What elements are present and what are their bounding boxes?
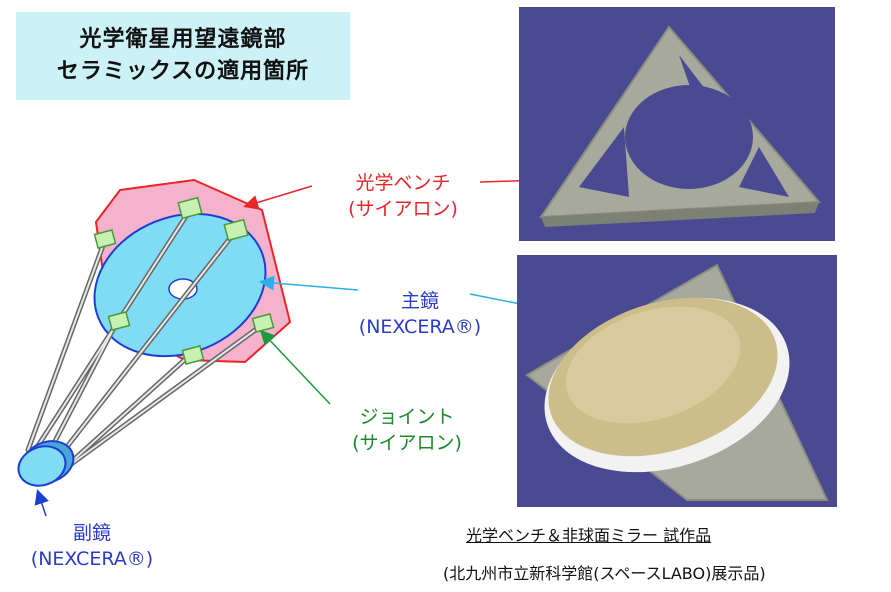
title-line-2: セラミックスの適用箇所 <box>56 59 310 84</box>
title-box: 光学衛星用望遠鏡部 セラミックスの適用箇所 <box>16 12 350 100</box>
joints <box>93 196 275 366</box>
optical-bench-label: 光学ベンチ (サイアロン) <box>318 170 488 222</box>
optical-bench-name: 光学ベンチ <box>355 172 451 194</box>
secondary-mirror-material: (NEXCERA®) <box>30 548 154 570</box>
joint-name: ジョイント <box>359 406 455 428</box>
exhibit-caption: (北九州市立新科学館(スペースLABO)展示品) <box>443 564 766 583</box>
joint-block <box>107 310 131 332</box>
primary-mirror-material: (NEXCERA®) <box>358 316 482 338</box>
mirror-prototype-photo-illustration <box>525 263 829 501</box>
optical-bench-material: (サイアロン) <box>348 198 458 220</box>
joint-material: (サイアロン) <box>352 432 462 454</box>
prototype-caption: 光学ベンチ＆非球面ミラー 試作品 <box>466 526 712 545</box>
optical-bench-photo-illustration <box>539 25 822 227</box>
joint-label: ジョイント (サイアロン) <box>312 404 502 456</box>
joint-block <box>181 344 205 366</box>
joint-block <box>93 228 117 250</box>
secondary-mirror-label: 副鏡 (NEXCERA®) <box>0 520 184 572</box>
mirror-prototype-photo <box>517 255 837 507</box>
title-line-1: 光学衛星用望遠鏡部 <box>79 27 287 52</box>
truss-struts-highlight <box>27 209 263 473</box>
primary-mirror-name: 主鏡 <box>400 290 439 312</box>
joint-arrow <box>259 329 331 405</box>
mirror-arrow-left <box>259 275 359 291</box>
joint-block <box>251 312 275 334</box>
secondary-mirror-arrow <box>34 489 49 517</box>
bench-arrow-left <box>243 185 313 210</box>
primary-mirror-label: 主鏡 (NEXCERA®) <box>330 288 510 340</box>
secondary-mirror-name: 副鏡 <box>72 522 111 544</box>
joint-block <box>177 196 203 220</box>
secondary-mirror <box>17 445 67 487</box>
optical-bench-photo <box>519 7 835 241</box>
joint-block <box>223 218 249 242</box>
